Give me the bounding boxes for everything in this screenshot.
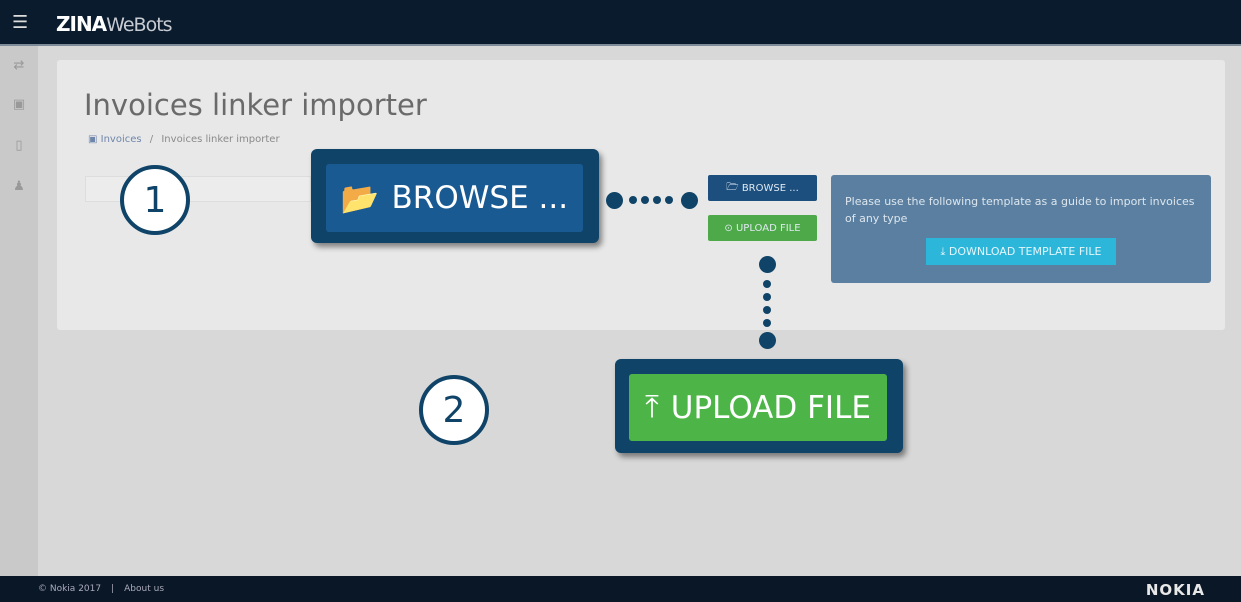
file-path-input[interactable]	[85, 176, 311, 202]
download-template-button[interactable]: ⤓ DOWNLOAD TEMPLATE FILE	[926, 238, 1116, 265]
hamburger-icon[interactable]: ☰	[12, 12, 29, 33]
logo-bold: ZINA	[56, 12, 107, 36]
breadcrumb-invoices[interactable]: Invoices	[100, 134, 142, 145]
connector-dot	[763, 280, 771, 288]
connector-dot	[665, 196, 673, 204]
connector-dot	[763, 306, 771, 314]
copyright: © Nokia 2017	[38, 584, 102, 594]
upload-label: UPLOAD FILE	[735, 222, 801, 234]
connector-dot	[653, 196, 661, 204]
browse-callout-button: 📂 BROWSE ...	[326, 164, 583, 232]
connector-dot	[606, 192, 623, 209]
folder-open-icon: 🗁	[726, 181, 742, 193]
connector-dot	[681, 192, 698, 209]
download-label: DOWNLOAD TEMPLATE FILE	[948, 245, 1102, 258]
footer: © Nokia 2017 | About us	[0, 576, 1241, 602]
browse-callout-label: BROWSE ...	[391, 180, 569, 216]
breadcrumb-separator: /	[149, 134, 154, 145]
logo-light: WeBots	[106, 14, 172, 36]
upload-callout-label: UPLOAD FILE	[670, 389, 871, 426]
connector-dot	[629, 196, 637, 204]
download-icon: ⤓	[940, 244, 949, 258]
top-bar	[0, 0, 1241, 46]
upload-icon: ⊙	[724, 222, 736, 234]
browse-label: BROWSE ...	[741, 182, 799, 194]
page-title: Invoices linker importer	[84, 88, 427, 122]
browse-button[interactable]: 🗁 BROWSE ...	[708, 175, 817, 201]
logo[interactable]: ZINAWeBots	[56, 12, 173, 36]
step-2-marker: 2	[419, 375, 489, 445]
nokia-logo: NOKIA	[1145, 581, 1205, 599]
invoice-icon[interactable]: ▣	[12, 97, 26, 112]
step-1-marker: 1	[120, 165, 190, 235]
breadcrumb-current: Invoices linker importer	[161, 134, 280, 145]
connector-dot	[763, 319, 771, 327]
footer-separator: |	[111, 584, 115, 594]
user-icon[interactable]: ♟	[13, 179, 25, 194]
connector-dot	[759, 332, 776, 349]
folder-open-icon: 📂	[340, 180, 380, 217]
upload-file-button[interactable]: ⊙ UPLOAD FILE	[708, 215, 817, 241]
connector-dot	[641, 196, 649, 204]
info-text: Please use the following template as a g…	[845, 195, 1195, 225]
connector-dot	[759, 256, 776, 273]
breadcrumb: ▣ Invoices / Invoices linker importer	[88, 134, 280, 145]
upload-callout-button: ⤒ UPLOAD FILE	[629, 374, 887, 441]
template-info-panel: Please use the following template as a g…	[831, 175, 1211, 283]
upload-icon: ⤒	[645, 389, 659, 425]
about-us-link[interactable]: About us	[124, 584, 165, 594]
document-icon[interactable]: ▯	[15, 138, 23, 153]
sidebar	[0, 46, 38, 576]
transfer-icon[interactable]: ⇄	[13, 58, 25, 73]
invoice-icon: ▣	[88, 134, 101, 145]
connector-dot	[763, 293, 771, 301]
